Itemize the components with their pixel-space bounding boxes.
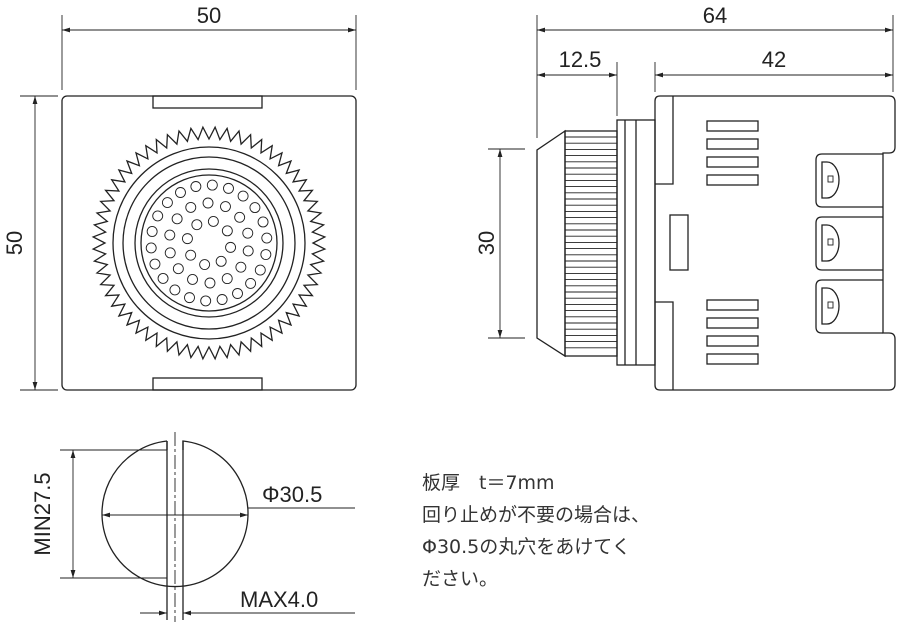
sound-hole bbox=[152, 210, 164, 222]
sound-hole bbox=[254, 264, 266, 276]
terminal-pocket bbox=[815, 279, 883, 334]
sound-hole bbox=[164, 229, 176, 241]
sound-hole bbox=[171, 213, 183, 225]
sound-hole bbox=[145, 242, 157, 254]
bottom-tab bbox=[152, 377, 263, 391]
body-housing bbox=[654, 95, 896, 391]
vent-slots bbox=[706, 120, 759, 365]
sound-hole bbox=[181, 233, 193, 245]
sound-hole bbox=[187, 274, 198, 285]
body-length-label: 42 bbox=[762, 47, 786, 72]
sound-hole bbox=[207, 215, 219, 227]
terminal-screw bbox=[821, 161, 840, 199]
sound-hole bbox=[200, 295, 212, 307]
sound-hole bbox=[164, 247, 176, 259]
knurled-cap bbox=[564, 130, 618, 357]
min-label: MIN27.5 bbox=[30, 472, 55, 555]
sound-hole bbox=[260, 249, 272, 260]
panel-cutout: MIN27.5 Φ30.5 MAX4.0 bbox=[30, 432, 355, 622]
terminal-pocket bbox=[815, 216, 883, 271]
sound-hole bbox=[190, 181, 202, 192]
note-line-2: 回り止めが不要の場合は、 bbox=[422, 504, 650, 526]
note-line-4: ださい。 bbox=[422, 568, 498, 590]
vent-slot bbox=[706, 299, 759, 311]
sound-hole bbox=[234, 211, 246, 223]
front-view: 50 50 bbox=[2, 3, 357, 391]
vent-slot bbox=[706, 317, 759, 329]
sound-hole bbox=[237, 190, 249, 202]
vent-slot bbox=[706, 353, 759, 365]
sound-hole bbox=[161, 197, 173, 209]
sound-hole bbox=[261, 232, 273, 244]
sound-hole bbox=[216, 294, 228, 305]
sound-hole bbox=[172, 263, 184, 275]
diameter-label: 30 bbox=[474, 231, 499, 255]
key-width-label: MAX4.0 bbox=[240, 587, 318, 612]
vent-slot bbox=[706, 335, 759, 347]
screw-slot bbox=[827, 238, 834, 246]
sound-hole bbox=[215, 255, 227, 267]
sound-hole bbox=[199, 259, 211, 271]
sound-hole bbox=[245, 277, 257, 289]
sound-hole bbox=[175, 187, 186, 198]
sound-hole bbox=[242, 245, 254, 257]
sound-hole bbox=[242, 227, 254, 239]
cap-chamfer bbox=[536, 129, 566, 358]
sound-hole bbox=[204, 277, 216, 289]
serrated-bezel bbox=[91, 125, 327, 361]
sound-hole bbox=[223, 182, 234, 194]
vent-slot bbox=[706, 174, 759, 186]
sound-hole bbox=[257, 216, 269, 228]
terminals bbox=[815, 153, 883, 334]
screw-slot bbox=[827, 301, 834, 309]
side-view: 64 12.5 42 30 bbox=[474, 3, 896, 391]
sound-hole bbox=[157, 272, 169, 284]
sound-hole bbox=[185, 201, 197, 213]
vent-slot bbox=[706, 156, 759, 168]
sound-hole bbox=[146, 226, 158, 237]
height-label: 50 bbox=[2, 231, 27, 255]
screw-slot bbox=[827, 175, 834, 183]
note-line-3: Φ30.5の丸穴をあけてく bbox=[422, 536, 631, 558]
note-line-1: 板厚 t＝7mm bbox=[422, 472, 555, 494]
terminal-screw bbox=[821, 224, 840, 262]
top-tab bbox=[152, 95, 263, 109]
sound-hole bbox=[169, 284, 181, 296]
sound-hole bbox=[221, 225, 233, 237]
sound-hole bbox=[225, 241, 237, 253]
sound-hole bbox=[191, 219, 203, 231]
sound-hole bbox=[249, 202, 261, 214]
length-label: 64 bbox=[703, 3, 727, 28]
terminal-pocket bbox=[815, 153, 883, 208]
sound-hole bbox=[232, 288, 243, 299]
side-window bbox=[669, 214, 689, 271]
sound-hole bbox=[235, 261, 247, 273]
width-label: 50 bbox=[197, 3, 221, 28]
sound-hole bbox=[221, 273, 233, 285]
front-length-label: 12.5 bbox=[559, 47, 602, 72]
mounting-notes: 板厚 t＝7mm 回り止めが不要の場合は、 Φ30.5の丸穴をあけてく ださい。 bbox=[422, 472, 650, 590]
sound-holes bbox=[145, 179, 273, 307]
sound-hole bbox=[206, 179, 218, 191]
cutout-diameter-label: Φ30.5 bbox=[262, 482, 322, 507]
sound-hole bbox=[220, 201, 231, 212]
terminal-screw bbox=[821, 287, 840, 325]
sound-hole bbox=[202, 197, 214, 209]
vent-slot bbox=[706, 120, 759, 132]
vent-slot bbox=[706, 138, 759, 150]
sound-hole bbox=[185, 249, 197, 261]
sound-hole bbox=[184, 292, 195, 304]
sound-hole bbox=[149, 258, 161, 270]
